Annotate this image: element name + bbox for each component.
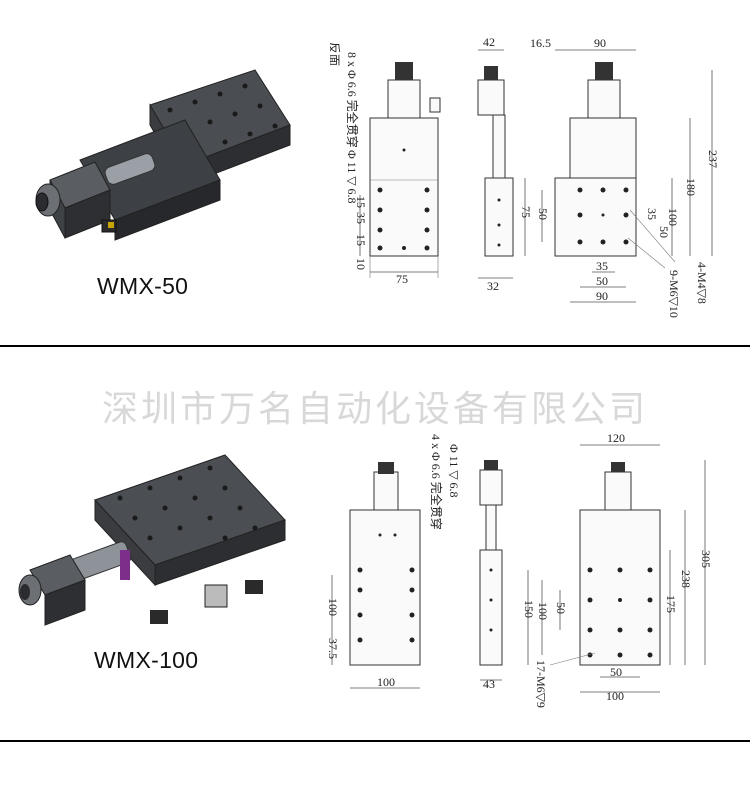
svg-text:100: 100 (377, 675, 395, 689)
svg-text:50: 50 (536, 208, 550, 220)
svg-text:16.5: 16.5 (530, 36, 551, 50)
hole-note-wmx-50: 反面 8 x Φ 6.6 完全贯穿 Φ 11 ▽ 6.8 (330, 42, 360, 204)
svg-text:反面: 反面 (330, 42, 341, 66)
svg-text:42: 42 (483, 35, 495, 49)
stage-section-wmx-100: WMX-100 4 x Φ 6.6 完全贯穿 Φ 11 ▽ 6.8 100 37… (0, 420, 750, 740)
svg-text:238: 238 (679, 570, 693, 588)
svg-text:8 x Φ 6.6 完全贯穿: 8 x Φ 6.6 完全贯穿 (345, 52, 360, 148)
svg-text:90: 90 (594, 36, 606, 50)
callout-m6-wmx-50: 9-M6▽10 (667, 270, 681, 318)
svg-text:120: 120 (607, 431, 625, 445)
stage-section-wmx-50: WMX-50 反面 8 x Φ 6.6 完全贯穿 Φ 11 ▽ 6.8 15 3… (0, 0, 750, 345)
svg-text:35: 35 (645, 208, 659, 220)
model-label-wmx-50: WMX-50 (97, 273, 189, 299)
svg-text:100: 100 (606, 689, 624, 703)
drawing-wmx-50: 反面 8 x Φ 6.6 完全贯穿 Φ 11 ▽ 6.8 15 35 15 10… (330, 35, 720, 318)
svg-text:75: 75 (519, 206, 533, 218)
hole-note-wmx-100: 4 x Φ 6.6 完全贯穿 Φ 11 ▽ 6.8 (429, 434, 461, 530)
drawing-wmx-100: 4 x Φ 6.6 完全贯穿 Φ 11 ▽ 6.8 100 37.5 100 4… (326, 431, 713, 708)
svg-text:305: 305 (699, 550, 713, 568)
svg-text:50: 50 (610, 665, 622, 679)
front-view-body-wmx-50 (369, 117, 439, 257)
top-view-body-wmx-100 (579, 509, 661, 666)
svg-text:150: 150 (522, 600, 536, 618)
company-watermark: 深圳市万名自动化设备有限公司 (101, 389, 648, 430)
stage-render-wmx-100 (18, 454, 286, 626)
model-label-wmx-100: WMX-100 (94, 647, 199, 673)
svg-text:35: 35 (354, 212, 368, 224)
svg-text:75: 75 (396, 272, 408, 286)
svg-text:43: 43 (483, 677, 495, 691)
svg-text:100: 100 (536, 602, 550, 620)
svg-text:32: 32 (487, 279, 499, 293)
stage-render-wmx-50 (35, 69, 291, 241)
svg-text:10: 10 (354, 258, 368, 270)
svg-text:50: 50 (596, 274, 608, 288)
side-view-body-wmx-100 (479, 549, 503, 666)
svg-text:35: 35 (596, 259, 608, 273)
svg-text:15: 15 (354, 234, 368, 246)
svg-text:Φ 11 ▽ 6.8: Φ 11 ▽ 6.8 (447, 444, 461, 498)
svg-text:37.5: 37.5 (326, 638, 340, 659)
svg-text:15: 15 (354, 196, 368, 208)
svg-text:50: 50 (657, 226, 671, 238)
svg-text:100: 100 (666, 208, 680, 226)
section-divider-top (0, 345, 750, 347)
svg-text:100: 100 (326, 598, 340, 616)
section-divider-bottom (0, 740, 750, 742)
svg-text:50: 50 (554, 602, 568, 614)
side-view-body-wmx-50 (484, 177, 514, 257)
callout-m4-wmx-50: 4-M4▽8 (695, 262, 709, 304)
callout-m6-wmx-100: 17-M6▽9 (534, 660, 548, 708)
svg-text:90: 90 (596, 289, 608, 303)
svg-text:175: 175 (664, 595, 678, 613)
svg-text:237: 237 (706, 150, 720, 168)
svg-text:Φ 11 ▽ 6.8: Φ 11 ▽ 6.8 (345, 150, 359, 204)
svg-text:4 x Φ 6.6 完全贯穿: 4 x Φ 6.6 完全贯穿 (429, 434, 444, 530)
svg-text:180: 180 (684, 178, 698, 196)
